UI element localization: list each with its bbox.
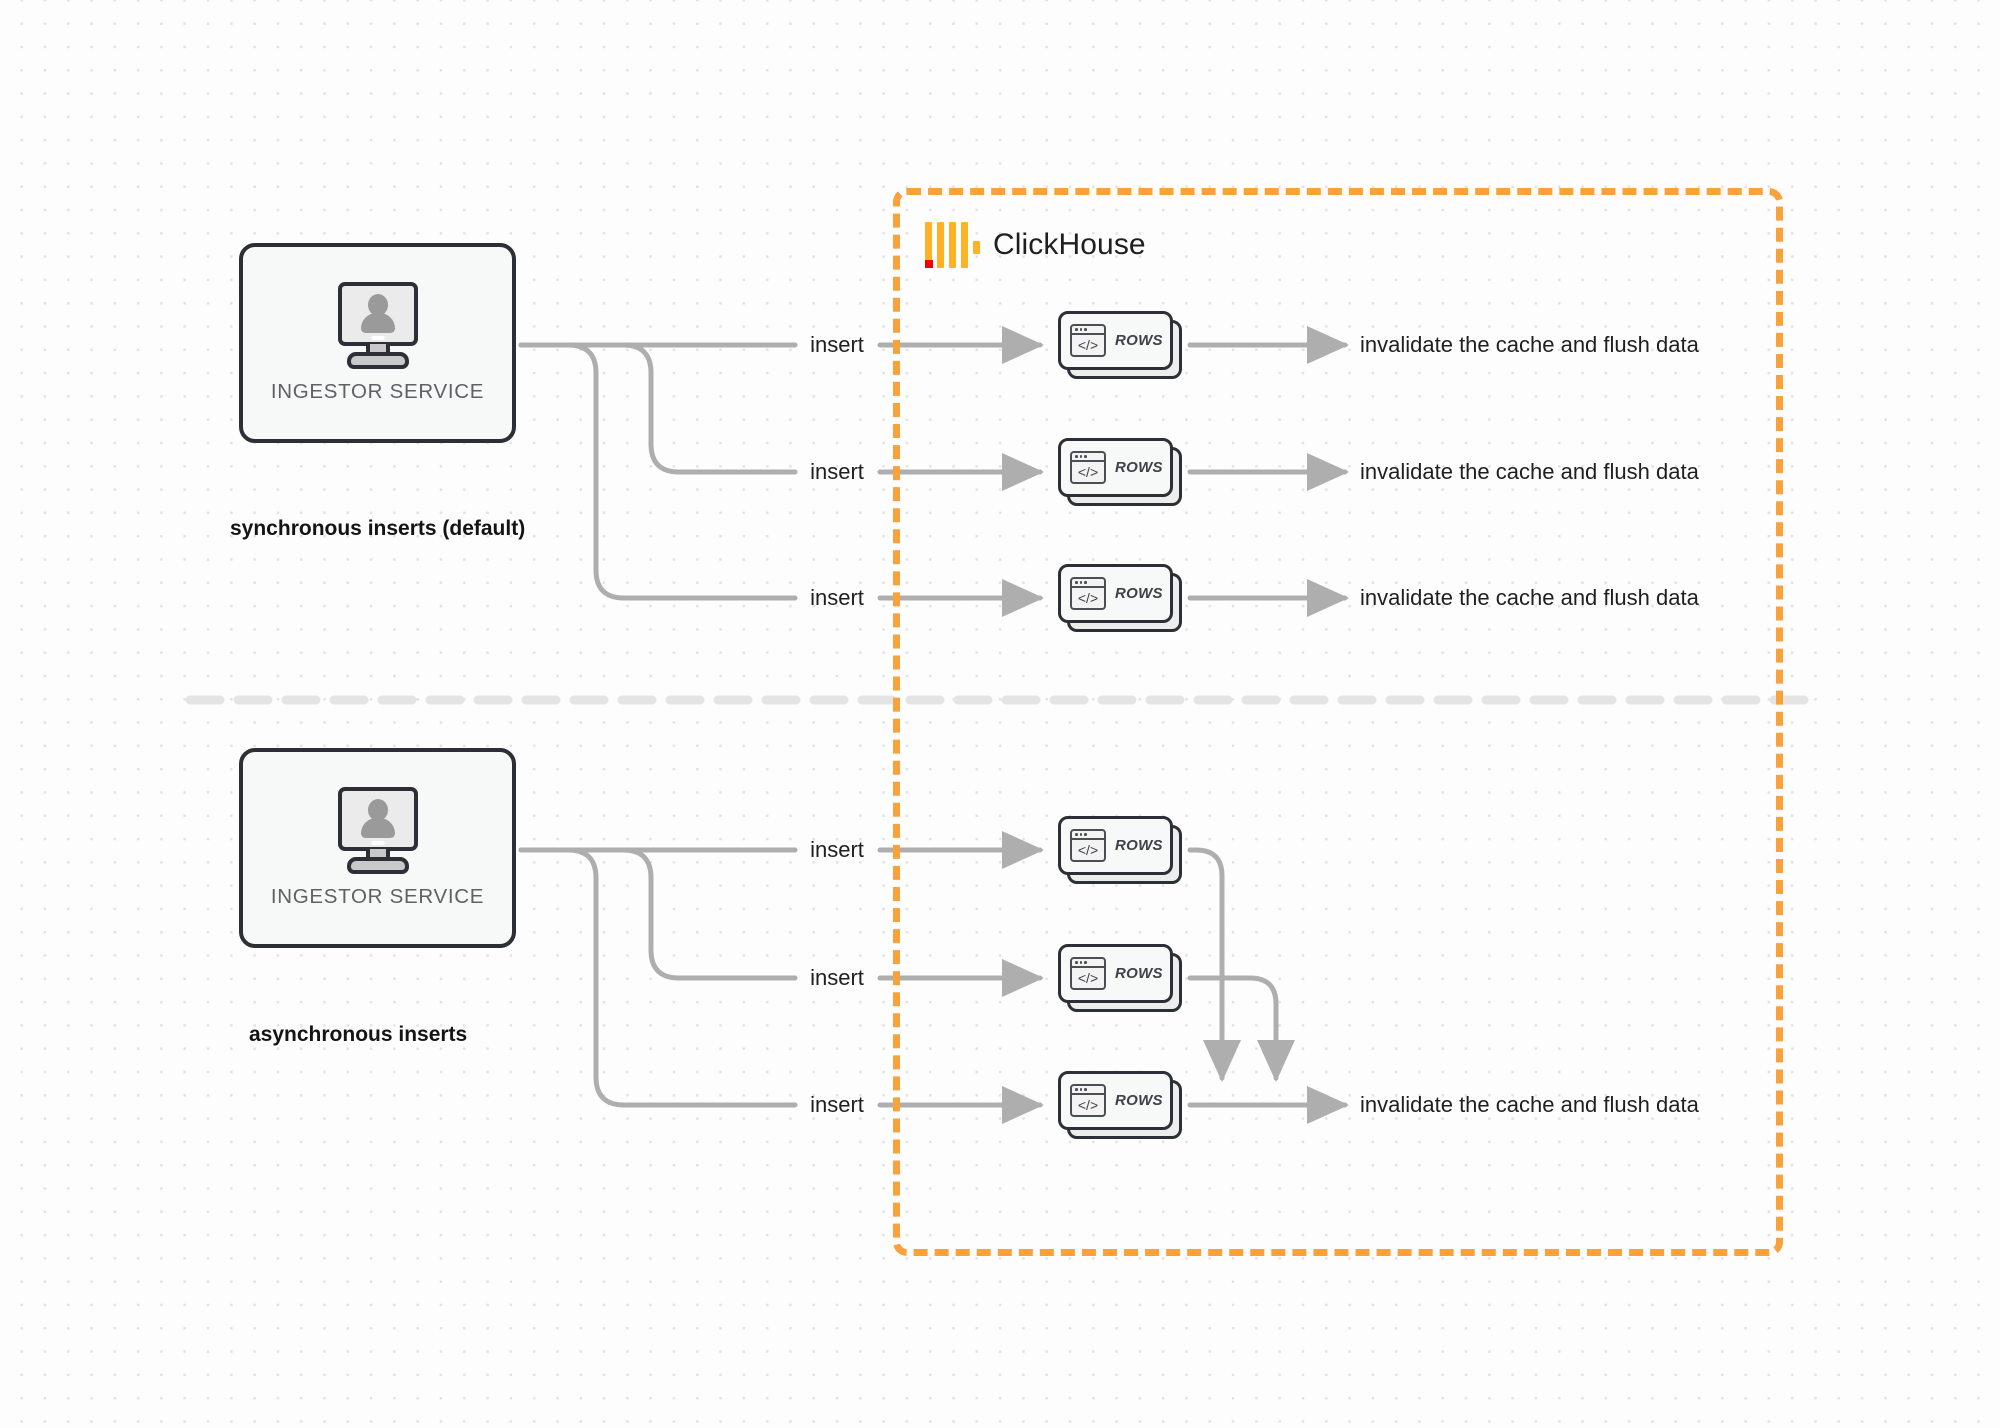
- code-window-icon: </>: [1070, 577, 1106, 610]
- rows-node-label: ROWS: [1115, 585, 1163, 602]
- code-window-icon: </>: [1070, 324, 1106, 357]
- rows-node-async-1[interactable]: </> ROWS: [1058, 816, 1182, 884]
- clickhouse-boundary: [893, 188, 1783, 1256]
- rows-node-label: ROWS: [1115, 459, 1163, 476]
- rows-node-label: ROWS: [1115, 837, 1163, 854]
- monitor-user-icon: [330, 282, 426, 369]
- insert-label-sync-2: insert: [810, 459, 864, 484]
- rows-node-sync-1[interactable]: </> ROWS: [1058, 311, 1182, 379]
- insert-label-async-3: insert: [810, 1092, 864, 1117]
- flush-label-async-merged: invalidate the cache and flush data: [1360, 1092, 1699, 1117]
- ingestor-service-async[interactable]: INGESTOR SERVICE: [239, 748, 516, 948]
- code-window-icon: </>: [1070, 1084, 1106, 1117]
- monitor-user-icon: [330, 787, 426, 874]
- rows-node-async-3[interactable]: </> ROWS: [1058, 1071, 1182, 1139]
- flush-label-sync-1: invalidate the cache and flush data: [1360, 332, 1699, 357]
- edge-sync-fanout-3: [518, 342, 798, 601]
- rows-node-label: ROWS: [1115, 965, 1163, 982]
- flush-label-sync-2: invalidate the cache and flush data: [1360, 459, 1699, 484]
- rows-node-sync-3[interactable]: </> ROWS: [1058, 564, 1182, 632]
- ingestor-service-label-async: INGESTOR SERVICE: [270, 885, 485, 908]
- rows-node-sync-2[interactable]: </> ROWS: [1058, 438, 1182, 506]
- rows-node-label: ROWS: [1115, 1092, 1163, 1109]
- code-window-icon: </>: [1070, 829, 1106, 862]
- ingestor-service-sync[interactable]: INGESTOR SERVICE: [239, 243, 516, 443]
- insert-label-sync-3: insert: [810, 585, 864, 610]
- section-caption-asynchronous: asynchronous inserts: [249, 1023, 468, 1046]
- section-caption-synchronous: synchronous inserts (default): [230, 517, 526, 540]
- code-window-icon: </>: [1070, 451, 1106, 484]
- clickhouse-label: ClickHouse: [993, 228, 1146, 261]
- edge-sync-fanout-2: [518, 342, 798, 475]
- insert-label-async-2: insert: [810, 965, 864, 990]
- edge-async-fanout-2: [518, 847, 798, 981]
- ingestor-service-label-sync: INGESTOR SERVICE: [270, 380, 485, 403]
- code-window-icon: </>: [1070, 957, 1106, 990]
- flush-label-sync-3: invalidate the cache and flush data: [1360, 585, 1699, 610]
- clickhouse-logo-icon: [925, 222, 980, 268]
- insert-label-async-1: insert: [810, 837, 864, 862]
- insert-label-sync-1: insert: [810, 332, 864, 357]
- edge-async-fanout-3: [518, 847, 798, 1108]
- rows-node-label: ROWS: [1115, 332, 1163, 349]
- clickhouse-logo-group: ClickHouse: [925, 222, 1146, 268]
- rows-node-async-2[interactable]: </> ROWS: [1058, 944, 1182, 1012]
